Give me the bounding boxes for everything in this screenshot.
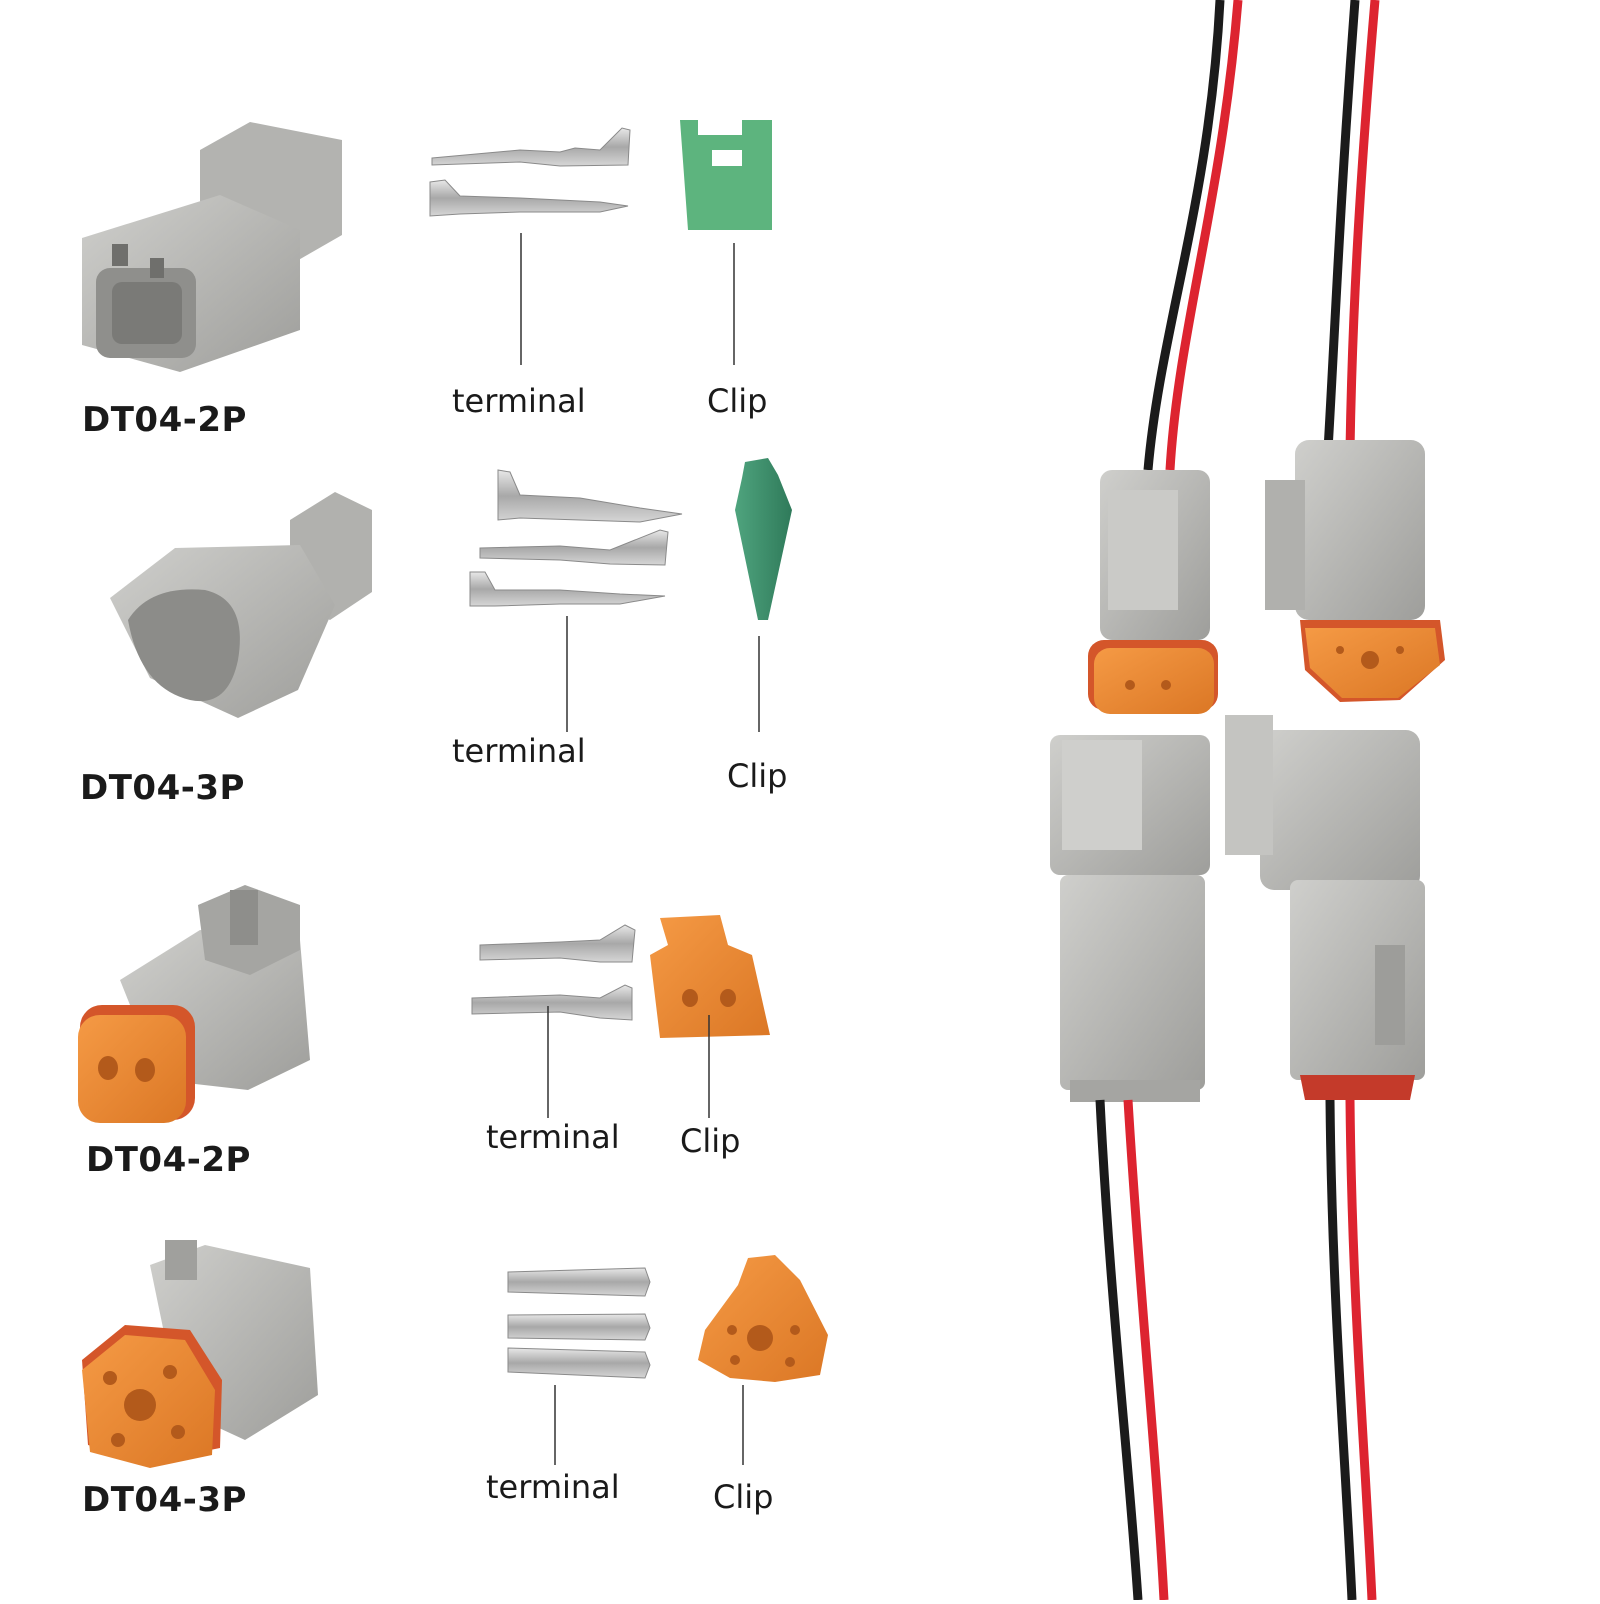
terminal-label-row-3: terminal bbox=[486, 1118, 620, 1156]
dt04-2p-plug-housing bbox=[82, 122, 342, 372]
wire-harness-top bbox=[1143, 0, 1380, 471]
dt04-3p-receptacle-housing bbox=[82, 1240, 318, 1468]
dt04-3p-pins bbox=[507, 1267, 651, 1379]
clip-label-row-3: Clip bbox=[680, 1122, 741, 1160]
dt04-2p-receptacle-housing bbox=[78, 885, 310, 1123]
wired-2pin-plug bbox=[1050, 735, 1210, 1102]
dt04-2p-terminals bbox=[429, 127, 631, 217]
wired-3pin-receptacle bbox=[1265, 440, 1445, 702]
model-label-row-1: DT04-2P bbox=[82, 400, 247, 440]
clip-label-row-1: Clip bbox=[707, 382, 768, 420]
dt04-3p-orange-triangle-clip bbox=[698, 1255, 828, 1382]
wired-3pin-plug bbox=[1225, 715, 1425, 1100]
dt04-3p-teal-clip bbox=[735, 458, 792, 620]
terminal-label-row-2: terminal bbox=[452, 732, 586, 770]
model-label-row-4: DT04-3P bbox=[82, 1480, 247, 1520]
dt04-3p-plug-housing bbox=[110, 492, 372, 718]
clip-label-row-4: Clip bbox=[713, 1478, 774, 1516]
dt04-2p-pins bbox=[471, 924, 636, 1021]
model-label-row-3: DT04-2P bbox=[86, 1140, 251, 1180]
wired-2pin-receptacle bbox=[1088, 470, 1218, 714]
model-label-row-2: DT04-3P bbox=[80, 768, 245, 808]
dt04-2p-green-clip bbox=[680, 120, 772, 230]
terminal-label-row-1: terminal bbox=[452, 382, 586, 420]
clip-label-row-2: Clip bbox=[727, 757, 788, 795]
terminal-label-row-4: terminal bbox=[486, 1468, 620, 1506]
dt04-3p-terminals bbox=[469, 469, 683, 607]
dt04-2p-orange-seal-clip bbox=[650, 915, 770, 1038]
wire-harness-bottom bbox=[1095, 1099, 1377, 1601]
